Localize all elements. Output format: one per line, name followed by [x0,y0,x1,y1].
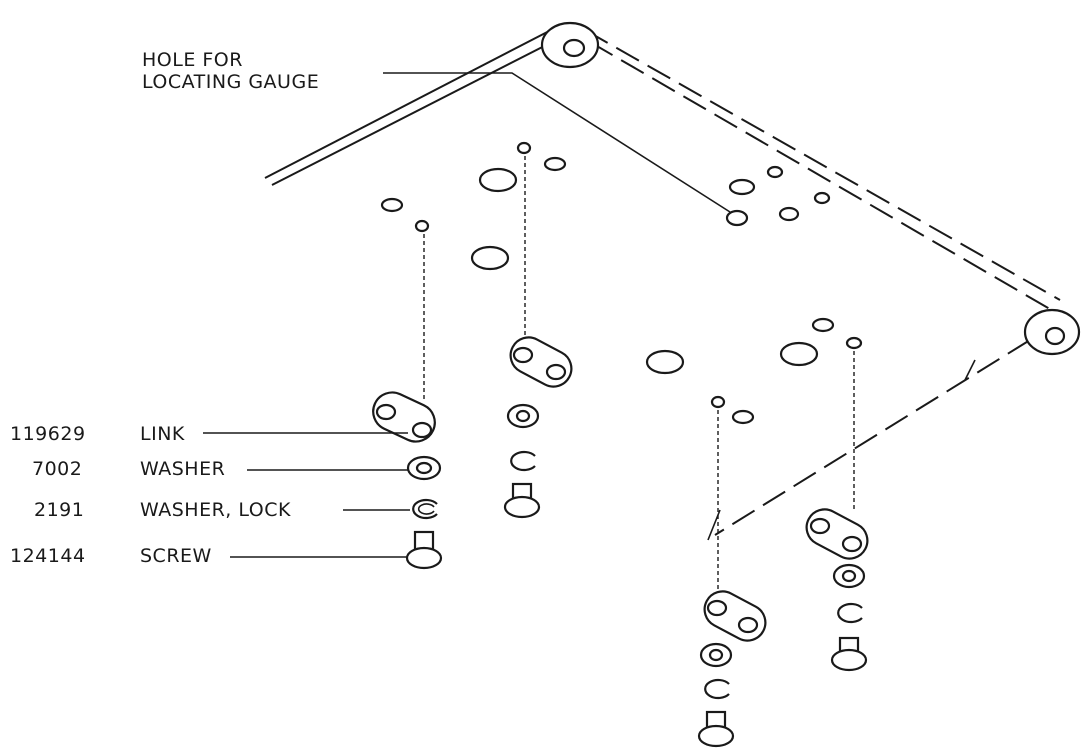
hole-callout-leader [383,72,731,213]
link-stack-2 [509,336,573,388]
hole-callout-line2: LOCATING GAUGE [142,71,319,93]
part-name-screw: SCREW [140,545,212,567]
lock-washer-stack-2 [510,450,536,472]
screw-stack-2 [503,482,541,519]
plate-holes [380,141,863,425]
part-number-lock-washer: 2191 [34,499,84,521]
lock-washer-stack-3 [704,678,730,700]
pivot-boss-top [540,21,600,69]
washer-7002 [406,455,442,481]
part-label-screw: 124144 SCREW [10,545,408,567]
link-119629 [372,391,436,443]
part-name-lock-washer: WASHER, LOCK [140,499,291,521]
part-label-link: 119629 LINK [10,423,408,445]
link-stack-3 [703,590,767,642]
part-label-lock-washer: 2191 WASHER, LOCK [34,499,410,521]
part-label-washer: 7002 WASHER [32,458,408,480]
pivot-boss-right [1023,308,1081,356]
link-stack-4 [805,508,869,560]
hole-callout-line1: HOLE FOR [142,49,243,71]
part-number-link: 119629 [10,423,86,445]
part-number-washer: 7002 [32,458,82,480]
base-plate [264,27,1061,541]
part-name-link: LINK [140,423,185,445]
washer-stack-4 [832,563,866,589]
assembly-centerlines [423,156,855,592]
screw-124144 [405,530,443,570]
screw-stack-3 [697,710,735,748]
part-name-washer: WASHER [140,458,225,480]
screw-stack-4 [830,636,868,672]
lock-washer-2191 [412,498,438,520]
part-number-screw: 124144 [10,545,86,567]
lock-washer-stack-4 [837,602,863,624]
hole-callout: HOLE FOR LOCATING GAUGE [142,49,731,213]
washer-stack-3 [699,642,733,668]
washer-stack-2 [506,403,540,429]
